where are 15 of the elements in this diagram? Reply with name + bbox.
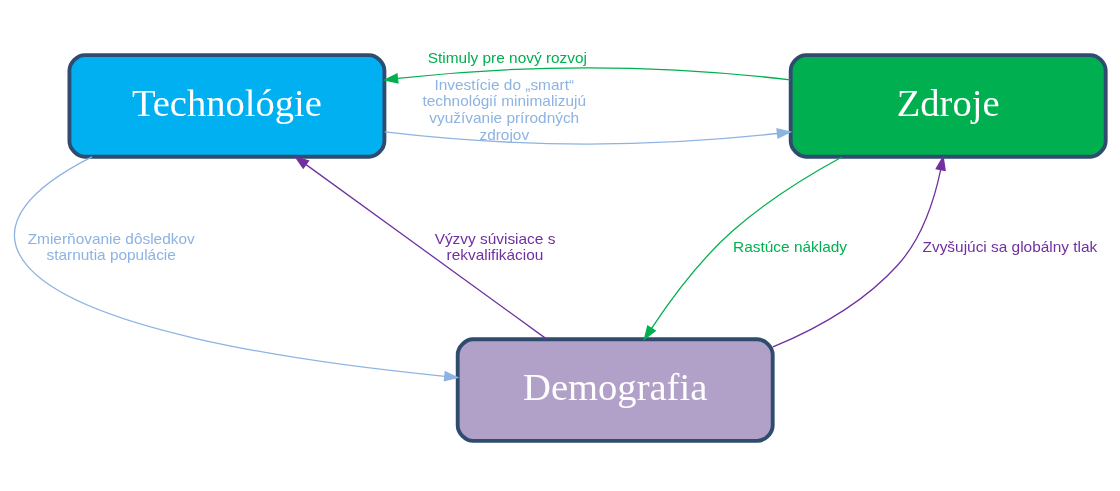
arrow (13, 155, 460, 382)
edge-label: Zmierňovanie dôsledkov starnutia populácie (27, 229, 195, 263)
edge-label: Zvyšujúci sa globálny tlak (922, 237, 1098, 255)
arrow (772, 154, 946, 347)
arrow (382, 66, 791, 84)
edge-label: Stimuly pre nový rozvoj (427, 48, 588, 66)
node-box: Zdroje (788, 52, 1108, 159)
edge-label: Rastúce náklady (733, 237, 848, 255)
node-box: Demografia (455, 336, 775, 443)
arrow (384, 127, 793, 145)
edge-label: Výzvy súvisiace s rekvalifikáciou (434, 229, 556, 263)
arrow (293, 155, 548, 340)
arrow (643, 155, 843, 341)
edge-label: Investície do „smart“ technológií minimalizujú využívanie prírodných zdrojov (422, 75, 587, 143)
node-box: Technológie (67, 52, 387, 159)
